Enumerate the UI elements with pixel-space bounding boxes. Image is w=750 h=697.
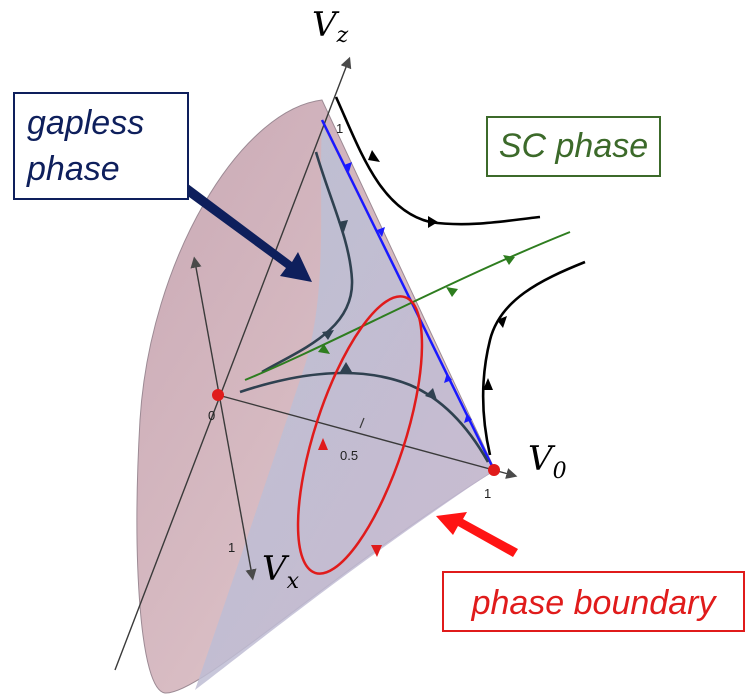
pointer-arrows <box>174 178 518 557</box>
arrow-sc-upper-1 <box>368 150 380 162</box>
vz-axis-label: Vz <box>312 5 349 48</box>
flow-line-gapless-lower <box>239 371 490 463</box>
gapless-phase-label: gapless phase <box>13 92 189 200</box>
axes <box>114 56 518 671</box>
arrow-gapless-1 <box>338 220 348 232</box>
boundary-arrow-2 <box>371 545 382 557</box>
arrow-gapless-2 <box>322 330 334 340</box>
v0-tick-half-label: 0.5 <box>340 448 358 463</box>
v0-axis-label: V0 <box>528 439 567 484</box>
arrow-sep-2 <box>446 287 458 297</box>
v0-axis-label-main: V <box>528 439 556 479</box>
flow-lines <box>239 96 586 463</box>
flow-line-gapless-upper <box>261 151 354 374</box>
arrow-sc-lower-1 <box>497 316 507 328</box>
sc-phase-label: SC phase <box>486 116 661 177</box>
vx-axis-label-sub: x <box>287 569 300 594</box>
flow-arrows <box>318 150 515 400</box>
phase-boundary-loop <box>296 295 424 575</box>
arrow-sep-1 <box>503 255 515 265</box>
boundary-arrow-1 <box>318 438 328 450</box>
arrow-gapless-3 <box>340 362 352 372</box>
separatrix-line <box>244 231 571 381</box>
v0-fixed-point <box>488 464 500 476</box>
edge-arrow-1 <box>344 162 352 172</box>
gapless-phase-line2: phase <box>27 150 120 188</box>
arrow-gapless-4 <box>425 388 437 400</box>
gapless-phase-line1: gapless <box>27 104 145 142</box>
v0-axis <box>217 394 518 479</box>
origin-point <box>212 389 224 401</box>
edge-arrow-2 <box>377 227 385 237</box>
flow-line-sc-upper <box>334 96 541 226</box>
edge-arrow-4 <box>464 413 472 423</box>
vx-axis-label-main: V <box>262 549 290 589</box>
origin-tick: 0 <box>208 408 215 423</box>
cone-front-surface <box>195 125 495 690</box>
v0-tick-half <box>359 417 365 429</box>
flow-line-sc-lower <box>481 260 586 456</box>
arrow-sc-upper-2 <box>428 216 438 228</box>
vx-tick-one: 1 <box>228 540 235 555</box>
v0-axis-label-sub: 0 <box>553 459 567 484</box>
v0-tick-one: 1 <box>484 486 491 501</box>
edge-arrow-3 <box>444 373 452 383</box>
arrow-sc-lower-2 <box>483 378 493 390</box>
phase-boundary-ellipse <box>296 295 424 575</box>
phase-boundary-label: phase boundary <box>442 571 745 632</box>
vz-axis-label-main: V <box>312 5 340 45</box>
vx-axis <box>190 256 257 581</box>
arrow-sep-3 <box>318 344 330 354</box>
vz-axis-label-sub: z <box>336 23 349 48</box>
phase-boundary-pointer-arrow <box>436 512 518 557</box>
vx-axis-label: Vx <box>262 549 300 594</box>
cone-edge-line <box>320 119 496 471</box>
gapless-pointer-arrow <box>174 178 312 282</box>
vz-tick-one: 1 <box>336 121 343 136</box>
